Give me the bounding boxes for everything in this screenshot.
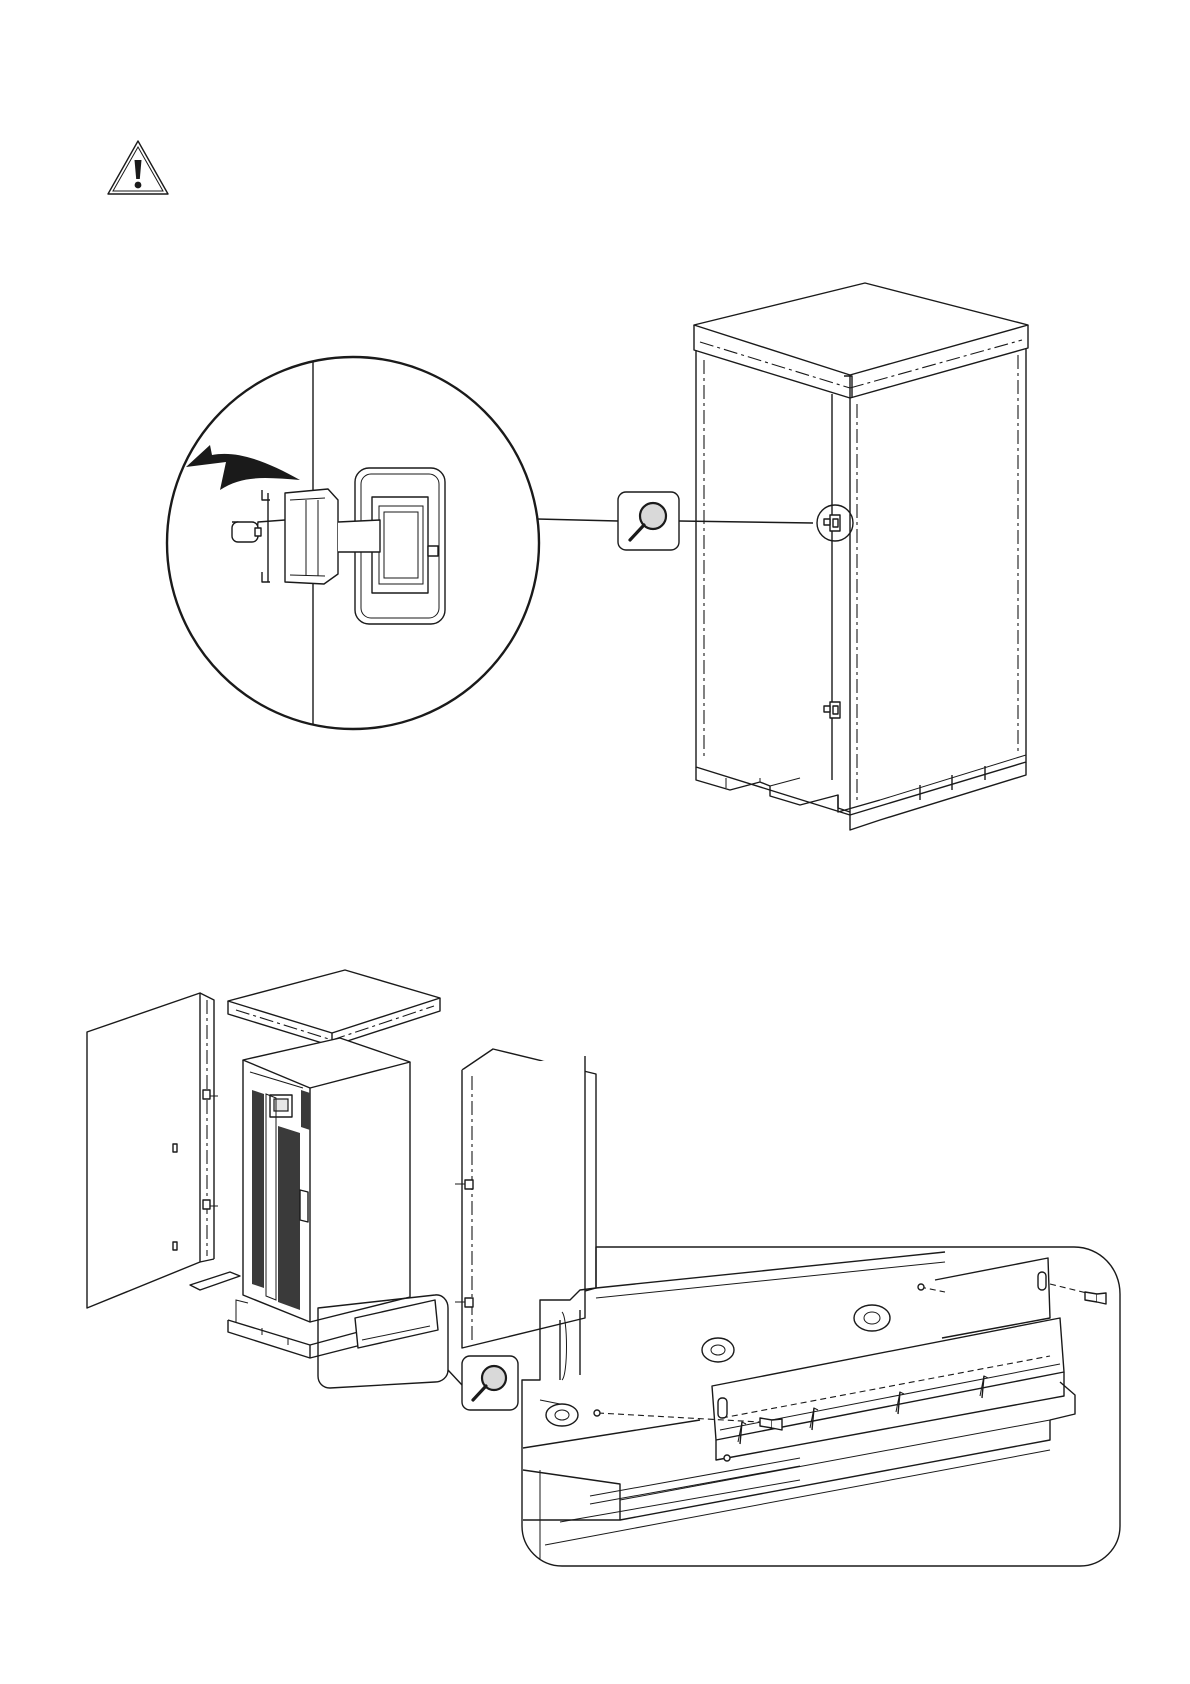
warning-triangle-icon [108,141,168,194]
packaging-crate-on-pallet [694,283,1028,830]
bracket-callout-frame [318,1295,462,1388]
top-cover [228,970,440,1046]
left-panel [87,993,240,1308]
right-panel [455,1049,596,1348]
crate-latch-upper [824,515,840,531]
magnifier-icon [618,492,679,550]
detail-callout-latch [167,357,539,729]
detail-callout-bracket [522,1247,1120,1566]
callout-leader-1 [537,505,853,541]
screw-right [1085,1292,1106,1304]
crate-latch-lower [824,702,840,718]
magnifier-icon [462,1356,518,1410]
